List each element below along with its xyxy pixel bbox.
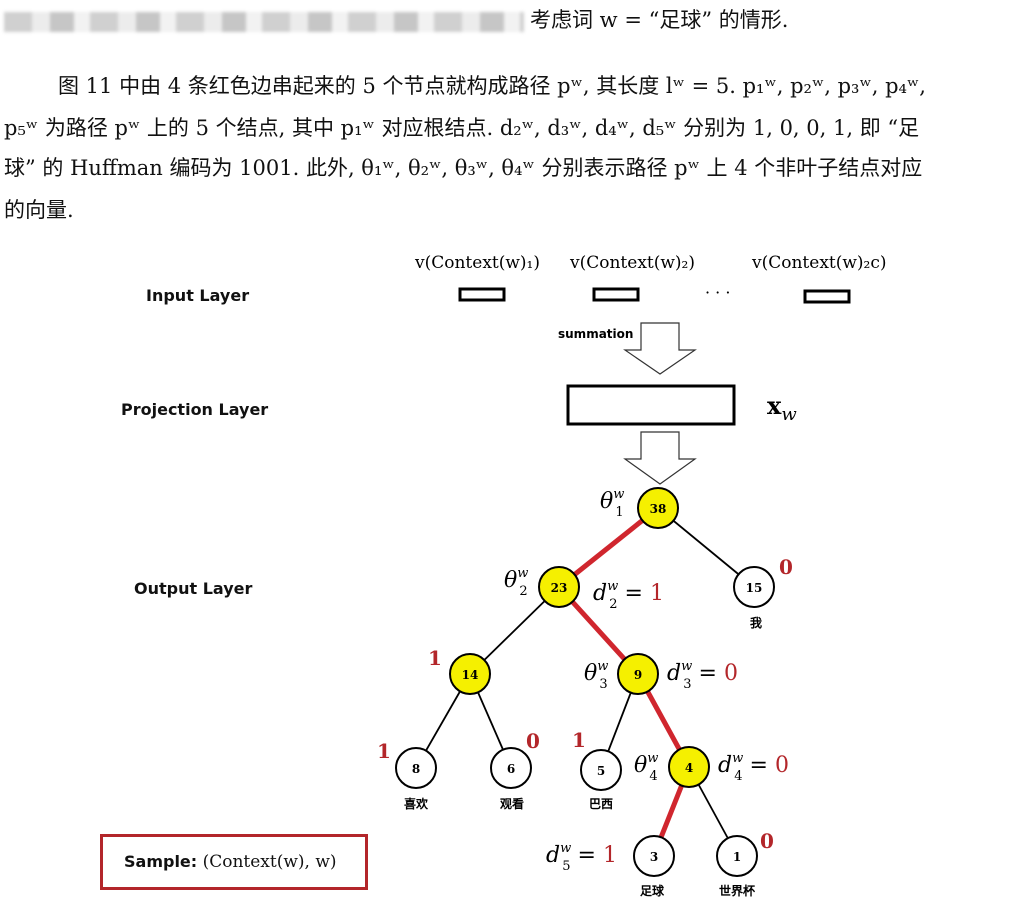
code-8: 1 xyxy=(377,739,391,763)
paragraph-line-5: 的向量. xyxy=(4,198,74,222)
node-15-label: 15 xyxy=(746,581,763,595)
input-box-1 xyxy=(458,287,506,302)
input-label-2c: v(Context(w)₂c) xyxy=(751,253,887,273)
paragraph-line-1: 考虑词 w = “足球” 的情形. xyxy=(4,4,788,34)
sample-box xyxy=(100,834,368,890)
sample-label: Sample: xyxy=(124,852,198,871)
node-3 xyxy=(633,835,675,877)
node-8-label: 8 xyxy=(412,762,420,776)
node-14 xyxy=(449,653,491,695)
code-15: 0 xyxy=(779,555,793,579)
word-guankan: 观看 xyxy=(500,796,524,811)
xw-label: xw xyxy=(767,391,797,425)
node-5-label: 5 xyxy=(597,764,605,778)
paragraph-line-3: p₅ʷ 为路径 pʷ 上的 5 个结点, 其中 p₁ʷ 对应根结点. d₂ʷ, … xyxy=(4,116,920,140)
node-9 xyxy=(617,653,659,695)
node-38 xyxy=(637,487,679,529)
line1-text: 考虑词 w = “足球” 的情形. xyxy=(530,8,789,32)
sample-text: Sample: (Context(w), w) xyxy=(124,852,337,872)
summation-label: summation xyxy=(558,327,633,341)
node-23 xyxy=(538,566,580,608)
output-layer-label: Output Layer xyxy=(134,579,253,598)
node-3-label: 3 xyxy=(650,850,658,864)
node-15 xyxy=(733,566,775,608)
node-8 xyxy=(395,747,437,789)
word-wo: 我 xyxy=(750,615,762,630)
node-23-label: 23 xyxy=(551,581,568,595)
node-5 xyxy=(580,749,622,791)
node-1-label: 1 xyxy=(733,850,741,864)
node-14-label: 14 xyxy=(462,668,479,682)
word-baxi: 巴西 xyxy=(589,797,613,811)
input-ellipsis: · · · xyxy=(705,283,730,302)
node-6-label: 6 xyxy=(507,762,515,776)
word-shijiebei: 世界杯 xyxy=(719,883,756,898)
node-1 xyxy=(716,835,758,877)
word-zuqiu: 足球 xyxy=(640,883,665,898)
input-box-2c xyxy=(803,289,851,304)
sample-value: (Context(w), w) xyxy=(202,852,337,872)
projection-arrow xyxy=(623,431,697,485)
node-6 xyxy=(490,747,532,789)
node-9-label: 9 xyxy=(634,668,642,682)
input-layer-label: Input Layer xyxy=(146,286,250,305)
code-1: 0 xyxy=(760,829,774,853)
node-4-label: 4 xyxy=(685,761,693,775)
projection-layer-label: Projection Layer xyxy=(121,400,269,419)
projection-box xyxy=(566,384,736,426)
code-14: 1 xyxy=(428,646,442,670)
input-box-2 xyxy=(592,287,640,302)
code-5: 1 xyxy=(572,728,586,752)
word-xihuan: 喜欢 xyxy=(404,796,429,811)
blurred-text xyxy=(4,11,524,32)
input-label-2: v(Context(w)₂) xyxy=(569,253,695,273)
paragraph-line-2: 图 11 中由 4 条红色边串起来的 5 个节点就构成路径 pʷ, 其长度 lʷ… xyxy=(58,74,926,98)
input-label-1: v(Context(w)₁) xyxy=(414,253,540,273)
summation-arrow xyxy=(623,322,697,375)
paragraph-line-4: 球” 的 Huffman 编码为 1001. 此外, θ₁ʷ, θ₂ʷ, θ₃ʷ… xyxy=(4,156,923,180)
node-38-label: 38 xyxy=(650,502,667,516)
node-4 xyxy=(668,746,710,788)
code-6: 0 xyxy=(526,729,540,753)
